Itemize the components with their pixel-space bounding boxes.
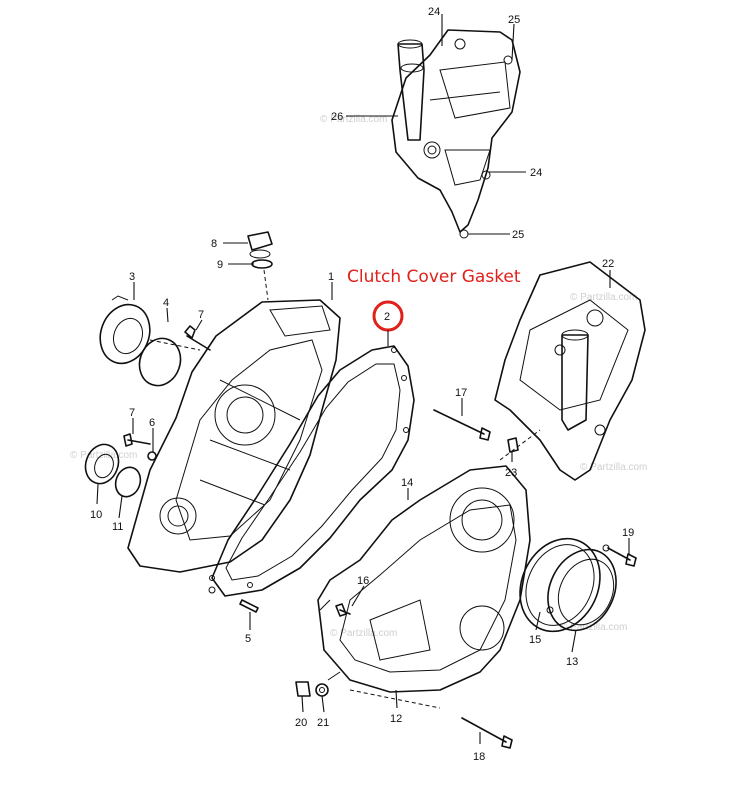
washer-hole: [319, 687, 325, 693]
part-label-13: 13: [566, 656, 578, 668]
bolt: [335, 603, 351, 617]
dowel-pin: [239, 599, 259, 613]
clutch-cover: [317, 465, 531, 693]
water-pump-assembly: [99, 295, 182, 387]
part-label-23: 23: [505, 467, 517, 479]
alignment-line: [349, 689, 441, 709]
crankcase-cover: [127, 299, 341, 594]
part-label-1: 1: [328, 271, 334, 283]
part-label-24: 24: [530, 167, 542, 179]
callout-label: Clutch Cover Gasket: [347, 267, 521, 287]
watermark: © Partzilla.com: [320, 114, 387, 125]
part-label-24: 24: [428, 6, 440, 18]
filler-cap: [247, 231, 273, 269]
part-label-16: 16: [357, 575, 369, 587]
part-label-6: 6: [149, 417, 155, 429]
washer: [315, 683, 329, 697]
clutch-cover-gasket: [209, 345, 415, 597]
part-label-22: 22: [602, 258, 614, 270]
bolt: [184, 325, 211, 351]
part-label-14: 14: [401, 477, 413, 489]
watermark: © Partzilla.com: [580, 462, 647, 473]
part-label-19: 19: [622, 527, 634, 539]
part-label-3: 3: [129, 271, 135, 283]
cover-cap: [546, 544, 617, 632]
alignment-line: [499, 429, 541, 461]
washer: [147, 451, 157, 461]
part-label-26: 26: [331, 111, 343, 123]
callout-annotation: Clutch Cover Gasket: [347, 267, 521, 346]
part-label-17: 17: [455, 387, 467, 399]
watermark: © Partzilla.com: [330, 628, 397, 639]
part-label-8: 8: [211, 238, 217, 250]
leader-lines: [96, 14, 630, 744]
bolt: [123, 433, 151, 447]
part-label-9: 9: [217, 259, 223, 271]
cover-gasket: [519, 537, 601, 633]
part-label-10: 10: [90, 509, 102, 521]
part-label-2: 2: [384, 311, 390, 323]
part-label-12: 12: [390, 713, 402, 725]
part-label-25: 25: [512, 229, 524, 241]
alignment-line: [149, 339, 201, 351]
part-label-7: 7: [129, 407, 135, 419]
right-bracket: [494, 261, 646, 481]
part-label-5: 5: [245, 633, 251, 645]
part-label-11: 11: [112, 521, 123, 533]
part-label-21: 21: [317, 717, 329, 729]
alignment-line: [263, 269, 269, 301]
watermark: © Partzilla.com: [70, 450, 137, 461]
part-label-18: 18: [473, 751, 485, 763]
part-label-20: 20: [295, 717, 307, 729]
dowel-pin: [507, 437, 519, 453]
top-bracket: [391, 29, 521, 239]
oil-seal: [84, 443, 142, 498]
part-number-labels: 24 25 26 24 25 8 9 3 4 7 1 22 7 6 10 11 …: [90, 6, 634, 763]
bolt: [607, 547, 637, 567]
drain-bolt: [295, 681, 311, 697]
watermark: © Partzilla.com: [560, 622, 627, 633]
part-label-15: 15: [529, 634, 541, 646]
part-label-25: 25: [508, 14, 520, 26]
watermark: © Partzilla.com: [570, 292, 637, 303]
long-bolt: [433, 409, 491, 441]
part-label-7: 7: [198, 309, 204, 321]
part-label-4: 4: [163, 297, 169, 309]
long-bolt: [461, 717, 513, 749]
